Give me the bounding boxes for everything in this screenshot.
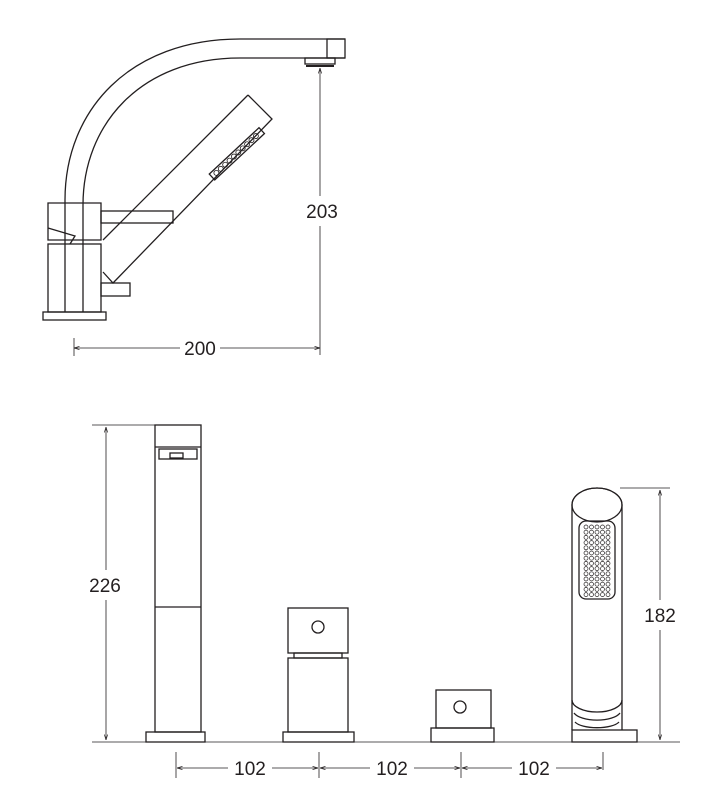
spray-hole xyxy=(589,535,594,540)
width-dimension: 200 xyxy=(73,338,320,360)
spray-hole xyxy=(605,576,611,582)
handshower-height-dimension: 182 xyxy=(644,490,676,740)
front-view-components: document.write(''); 226 182 xyxy=(89,424,680,780)
spray-hole xyxy=(589,581,594,587)
diverter-knob-icon xyxy=(453,700,467,714)
mixer-front xyxy=(282,607,355,743)
height-dimension: 203 xyxy=(306,68,338,355)
spray-hole xyxy=(594,587,600,592)
spray-hole xyxy=(583,561,589,566)
spray-hole xyxy=(594,581,600,587)
spray-hole xyxy=(605,555,611,561)
spray-hole xyxy=(605,545,611,551)
spray-hole xyxy=(594,540,600,545)
spray-hole xyxy=(594,571,600,577)
diverter-front xyxy=(430,689,495,743)
spray-hole xyxy=(605,524,611,530)
width-label: 200 xyxy=(184,339,216,360)
spray-hole xyxy=(605,571,611,577)
spray-hole xyxy=(605,566,611,571)
spray-hole xyxy=(605,540,611,545)
spray-hole xyxy=(594,550,600,556)
spray-hole xyxy=(594,576,600,582)
spout xyxy=(64,38,346,312)
spray-hole xyxy=(589,576,594,582)
spray-hole xyxy=(600,535,605,540)
spray-hole xyxy=(605,592,611,597)
spray-hole xyxy=(589,555,594,561)
spray-hole xyxy=(605,561,611,566)
spray-hole xyxy=(589,529,594,535)
spray-hole xyxy=(600,566,605,571)
handshower-side xyxy=(100,94,273,297)
spray-hole xyxy=(583,545,589,551)
spray-hole xyxy=(589,524,594,530)
spray-hole xyxy=(600,555,605,561)
spray-hole xyxy=(594,561,600,566)
spray-hole xyxy=(589,571,594,577)
handshower-front: document.write(''); xyxy=(571,487,638,743)
spray-hole xyxy=(594,535,600,540)
spray-hole xyxy=(583,571,589,577)
spacing-label-3: 102 xyxy=(518,759,550,780)
spray-hole xyxy=(583,555,589,561)
spray-hole xyxy=(605,529,611,535)
spacing-label-2: 102 xyxy=(376,759,408,780)
spray-hole xyxy=(589,545,594,551)
spray-hole xyxy=(594,592,600,597)
spray-hole xyxy=(583,535,589,540)
side-view-bath-filler: 203 200 xyxy=(42,38,346,360)
lever-handle xyxy=(100,210,174,224)
spray-hole xyxy=(589,566,594,571)
spray-hole xyxy=(589,550,594,556)
spray-hole xyxy=(594,555,600,561)
spray-hole xyxy=(600,587,605,592)
spray-hole xyxy=(583,592,589,597)
spray-hole xyxy=(605,550,611,556)
spray-hole xyxy=(605,535,611,540)
spray-hole xyxy=(600,561,605,566)
spray-hole xyxy=(583,581,589,587)
mixer-body xyxy=(42,202,107,321)
spray-hole xyxy=(583,529,589,535)
spray-holes: document.write(''); xyxy=(583,524,611,597)
spray-hole xyxy=(583,566,589,571)
spray-hole xyxy=(594,566,600,571)
spray-hole xyxy=(589,592,594,597)
spray-hole xyxy=(589,540,594,545)
handshower-height-label: 182 xyxy=(644,606,676,627)
spray-hole xyxy=(600,576,605,582)
spray-hole xyxy=(600,524,605,530)
spray-hole xyxy=(583,540,589,545)
spray-hole xyxy=(589,561,594,566)
height-label: 203 xyxy=(306,202,338,223)
spout-height-dimension: 226 xyxy=(89,427,121,740)
spray-hole xyxy=(600,540,605,545)
spray-hole xyxy=(594,529,600,535)
spray-hole xyxy=(589,587,594,592)
spout-front xyxy=(145,424,206,743)
spacing-dimensions: 102 102 102 xyxy=(175,752,604,780)
spray-nozzles xyxy=(208,126,266,181)
spray-hole xyxy=(600,581,605,587)
spout-height-label: 226 xyxy=(89,576,121,597)
spray-hole xyxy=(583,550,589,556)
spray-hole xyxy=(600,550,605,556)
spray-hole xyxy=(600,571,605,577)
spray-hole xyxy=(600,545,605,551)
spray-hole xyxy=(600,592,605,597)
spray-hole xyxy=(583,524,589,530)
spray-hole xyxy=(583,587,589,592)
spacing-label-1: 102 xyxy=(234,759,266,780)
spray-hole xyxy=(605,581,611,587)
spray-hole xyxy=(594,524,600,530)
spray-hole xyxy=(594,545,600,551)
spray-hole xyxy=(600,529,605,535)
spray-hole xyxy=(605,587,611,592)
mixer-knob-icon xyxy=(311,620,325,634)
spray-hole xyxy=(583,576,589,582)
